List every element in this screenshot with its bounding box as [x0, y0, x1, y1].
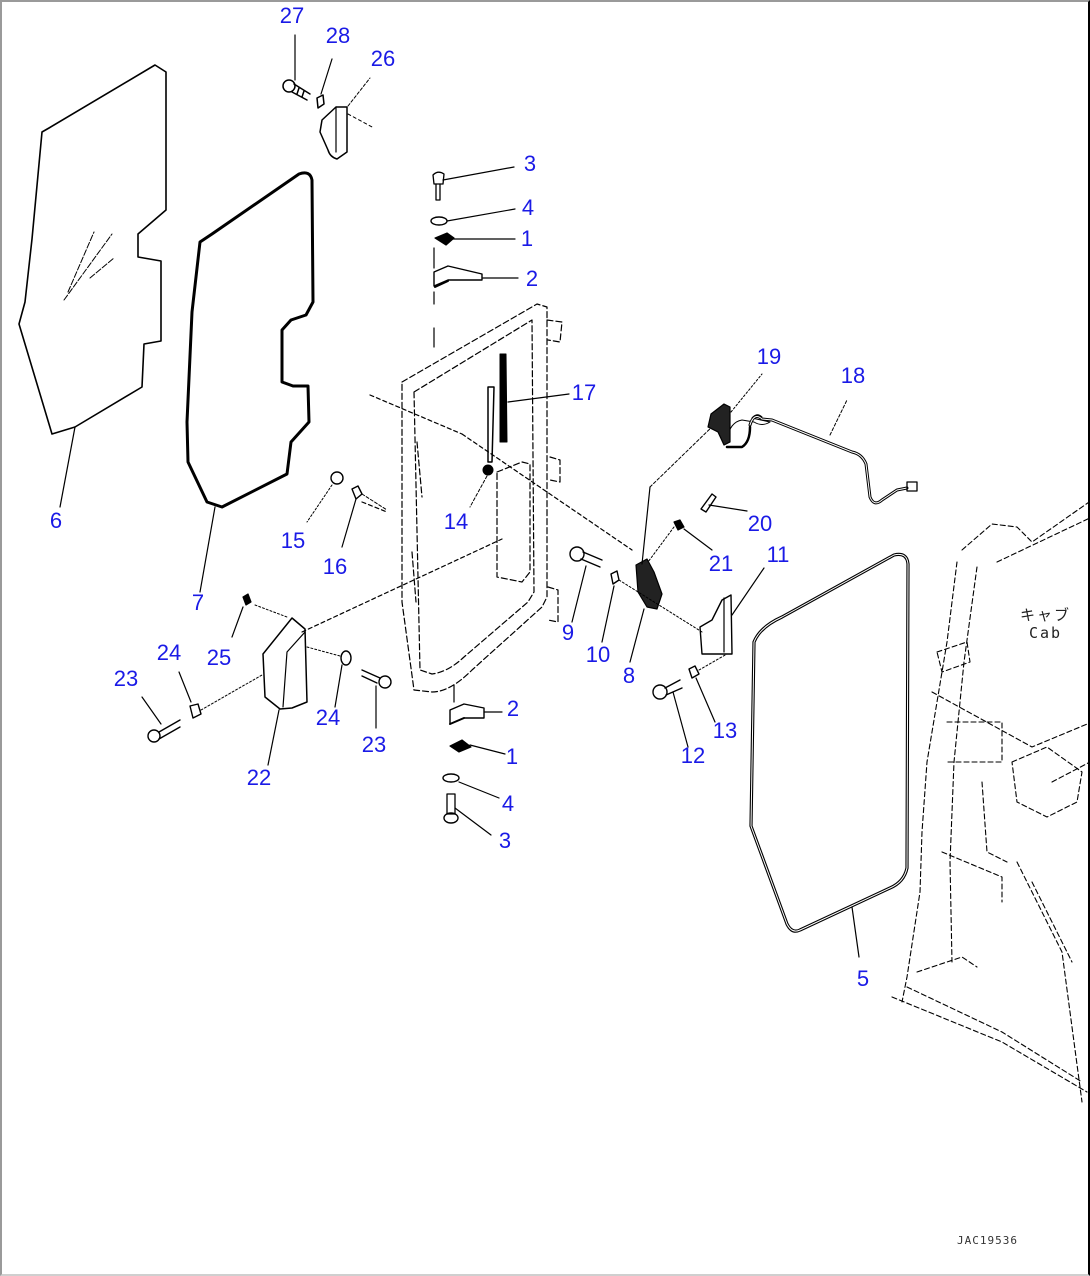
callout-7[interactable]: 7	[191, 590, 205, 615]
callout-26[interactable]: 26	[370, 46, 396, 71]
callout-19[interactable]: 19	[756, 344, 782, 369]
callout-23-right[interactable]: 23	[361, 732, 387, 757]
switch-19	[707, 373, 763, 446]
door-lock-8	[629, 421, 718, 663]
glass-panel-6	[18, 64, 167, 508]
callout-25[interactable]: 25	[206, 645, 232, 670]
callout-8[interactable]: 8	[622, 663, 636, 688]
nut-25	[231, 593, 288, 638]
callout-9[interactable]: 9	[561, 620, 575, 645]
washer-13	[688, 653, 728, 723]
callout-18[interactable]: 18	[840, 363, 866, 388]
callout-4-bottom[interactable]: 4	[501, 791, 515, 816]
cab-label-en: Cab	[1028, 624, 1063, 642]
callout-1-top[interactable]: 1	[520, 226, 534, 251]
damper-14	[469, 464, 494, 508]
upper-hinge-group	[430, 166, 519, 348]
clip-21	[647, 519, 713, 563]
callout-27[interactable]: 27	[279, 3, 305, 28]
drawing-id: JAC19536	[957, 1234, 1018, 1247]
door-frame	[301, 303, 633, 693]
cab-label: キャブ Cab	[1020, 606, 1071, 642]
glass-seal-7	[185, 171, 315, 593]
cab-label-jp: キャブ	[1020, 606, 1072, 624]
bolt-23-right	[361, 669, 392, 729]
washer-24-right	[306, 646, 352, 708]
bolt-27	[282, 34, 311, 101]
callout-15[interactable]: 15	[280, 528, 306, 553]
washer-16	[341, 485, 388, 548]
cab-structure	[891, 502, 1088, 1103]
callout-28[interactable]: 28	[325, 23, 351, 48]
callout-22[interactable]: 22	[246, 765, 272, 790]
callout-4-top[interactable]: 4	[521, 195, 535, 220]
callout-24-right[interactable]: 24	[315, 705, 341, 730]
nut-15	[306, 471, 344, 523]
callout-3-bottom[interactable]: 3	[498, 828, 512, 853]
callout-13[interactable]: 13	[712, 718, 738, 743]
callout-6[interactable]: 6	[49, 508, 63, 533]
striker-plate-11	[699, 567, 765, 655]
callout-17[interactable]: 17	[571, 380, 597, 405]
lower-hinge-group	[442, 684, 506, 836]
callout-2-bottom[interactable]: 2	[506, 696, 520, 721]
clip-20	[700, 493, 748, 513]
callout-20[interactable]: 20	[747, 511, 773, 536]
callout-21[interactable]: 21	[708, 551, 734, 576]
cover-22	[262, 617, 308, 766]
bolt-9	[569, 546, 603, 623]
bolt-23-left	[141, 696, 181, 743]
callout-3-top[interactable]: 3	[523, 151, 537, 176]
washer-24-left	[178, 671, 263, 719]
callout-11[interactable]: 11	[766, 542, 790, 567]
callout-1-bottom[interactable]: 1	[505, 744, 519, 769]
washer-28	[316, 58, 333, 109]
door-seal-5	[749, 552, 910, 958]
bolt-12	[652, 679, 689, 748]
gas-spring-17	[487, 353, 570, 463]
callout-2-top[interactable]: 2	[525, 266, 539, 291]
callout-5[interactable]: 5	[856, 966, 870, 991]
washer-10	[601, 570, 703, 643]
callout-16[interactable]: 16	[322, 554, 348, 579]
callout-24-left[interactable]: 24	[156, 640, 182, 665]
wiring-harness-18	[725, 399, 918, 505]
callout-12[interactable]: 12	[680, 743, 706, 768]
callout-14[interactable]: 14	[443, 509, 469, 534]
callout-10[interactable]: 10	[585, 642, 611, 667]
callout-23-left[interactable]: 23	[113, 666, 139, 691]
hinge-bracket-top-26	[319, 77, 375, 160]
